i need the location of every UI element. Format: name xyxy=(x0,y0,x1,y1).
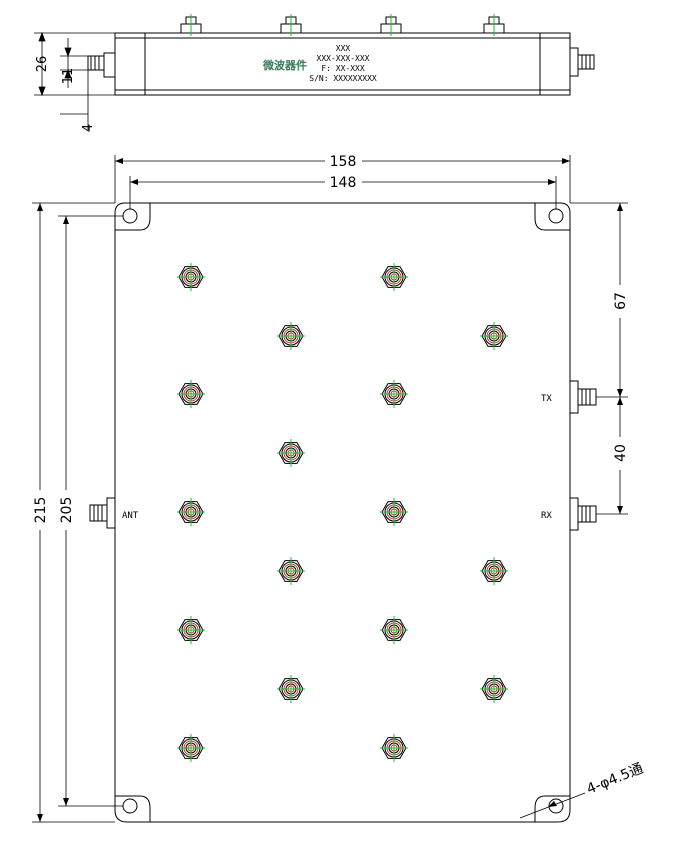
tuning-screw xyxy=(380,734,408,762)
company-logo: 微波器件 xyxy=(262,58,307,72)
mount-hole-bl xyxy=(122,798,138,814)
dim-connector-offset: 4 xyxy=(81,124,96,132)
tuning-screw xyxy=(277,322,305,350)
dim-connector-height: 11 xyxy=(61,68,76,85)
mount-hole-tr xyxy=(548,208,564,224)
label-line-4: S/N: XXXXXXXXX xyxy=(309,74,377,83)
hole-callout: 4-φ4.5通 xyxy=(585,761,646,798)
side-screw-4 xyxy=(483,14,505,36)
label-line-2: XXX-XXX-XXX xyxy=(317,54,370,63)
dim-width-holes: 148 xyxy=(330,175,357,191)
port-rx xyxy=(569,497,597,531)
side-view-dimensions xyxy=(34,31,115,130)
product-label: XXX XXX-XXX-XXX F: XX-XXX S/N: XXXXXXXXX… xyxy=(262,44,377,83)
top-view-outline xyxy=(115,203,570,238)
tuning-screw xyxy=(380,498,408,526)
mount-tab-tr xyxy=(534,203,570,231)
label-line-3: F: XX-XXX xyxy=(321,64,365,73)
side-screw-2 xyxy=(280,14,302,36)
mount-tab-tl xyxy=(115,203,151,231)
tuning-screw xyxy=(277,675,305,703)
side-connector-left xyxy=(87,52,116,78)
tuning-screw xyxy=(177,263,205,291)
side-connector-right xyxy=(569,47,595,77)
tuning-screw xyxy=(277,557,305,585)
tuning-screws xyxy=(177,263,508,762)
side-screw-3 xyxy=(380,14,402,36)
mount-hole-tl xyxy=(122,208,138,224)
tuning-screw xyxy=(480,675,508,703)
dim-tx-offset: 67 xyxy=(613,292,629,310)
dim-width-outer: 158 xyxy=(330,154,357,170)
dim-height-holes: 205 xyxy=(59,497,75,524)
tuning-screw xyxy=(177,616,205,644)
tuning-screw xyxy=(480,557,508,585)
tuning-screw xyxy=(277,439,305,467)
tuning-screw xyxy=(380,616,408,644)
dim-height-outer: 215 xyxy=(33,497,49,524)
mount-tab-br xyxy=(534,795,570,822)
dim-tx-rx-spacing: 40 xyxy=(613,444,629,462)
side-screw-1 xyxy=(180,14,202,36)
label-line-1: XXX xyxy=(336,44,351,53)
tuning-screw xyxy=(177,380,205,408)
port-ant xyxy=(89,497,116,529)
tuning-screw xyxy=(480,322,508,350)
tuning-screw xyxy=(380,380,408,408)
tuning-screw xyxy=(177,498,205,526)
port-label-tx: TX xyxy=(541,394,552,404)
port-label-ant: ANT xyxy=(122,511,139,521)
mount-tab-bl xyxy=(115,795,151,822)
tuning-screw xyxy=(380,263,408,291)
top-view-dimensions xyxy=(32,155,628,823)
side-view xyxy=(87,14,595,96)
tuning-screw xyxy=(177,734,205,762)
dim-side-height: 26 xyxy=(35,56,50,73)
port-tx xyxy=(569,380,597,414)
port-label-rx: RX xyxy=(541,511,552,521)
